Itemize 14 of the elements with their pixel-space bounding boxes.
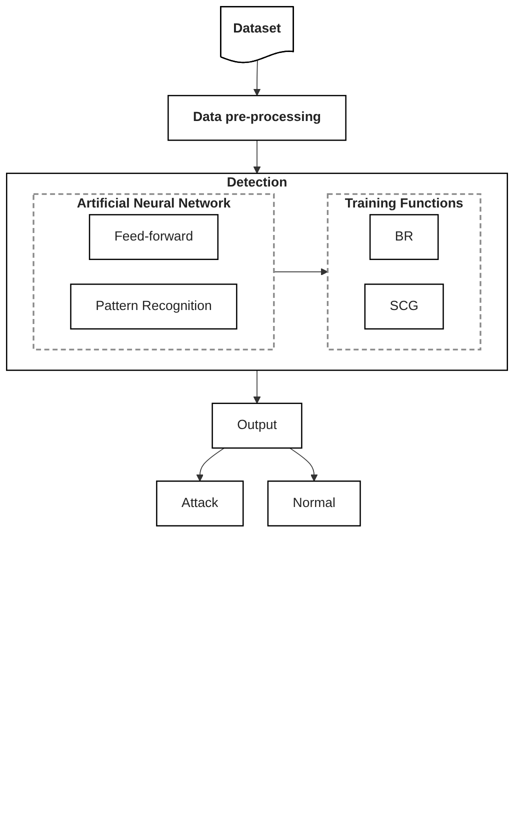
node-box: Pattern Recognition (70, 284, 238, 330)
node-box: Output (212, 402, 302, 449)
arrow (253, 370, 261, 404)
arrow (253, 140, 261, 174)
node-box: Attack (156, 480, 244, 526)
arrow (289, 448, 318, 482)
node-box: Data pre-processing (168, 94, 346, 141)
node-box: Normal (267, 480, 361, 526)
arrow (196, 448, 225, 482)
arrow (253, 60, 261, 96)
node-box: BR (369, 214, 439, 260)
node-box: SCG (364, 284, 444, 330)
arrow (274, 268, 328, 276)
node-box: Feed-forward (88, 214, 219, 260)
